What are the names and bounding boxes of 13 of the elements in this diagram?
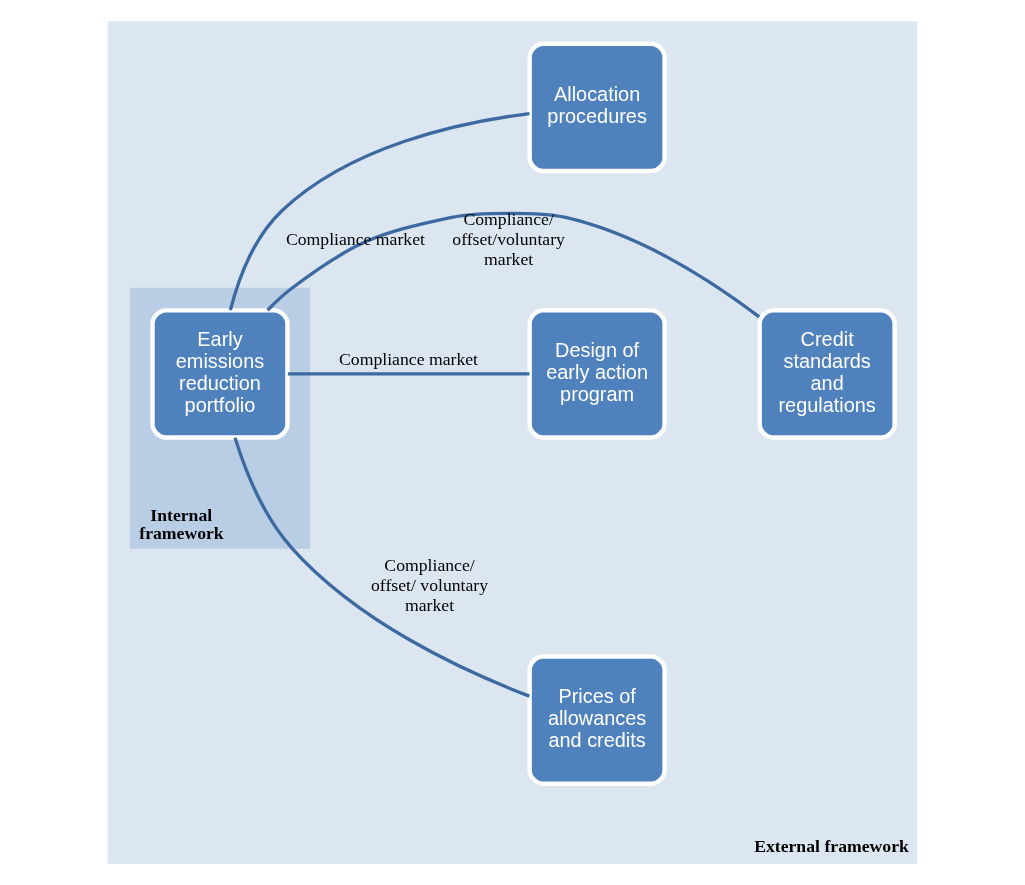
- node-box: Prices of allowances and credits: [527, 654, 667, 786]
- edge-label: Compliance market: [339, 348, 479, 369]
- edge-label: Compliance market: [285, 228, 425, 249]
- node-box: Allocation procedures: [527, 41, 667, 174]
- edge-label: Compliance/ offset/voluntary market: [452, 208, 565, 269]
- connector: [266, 211, 761, 319]
- connector: [228, 111, 530, 311]
- edge-label: Compliance/ offset/ voluntary market: [371, 555, 489, 615]
- node-box: Credit standards and regulations: [757, 308, 897, 440]
- connector: [233, 437, 530, 698]
- node-box: Design of early action program: [527, 308, 667, 440]
- node-box: Early emissions reduction portfolio: [150, 308, 290, 440]
- connector: [287, 372, 530, 376]
